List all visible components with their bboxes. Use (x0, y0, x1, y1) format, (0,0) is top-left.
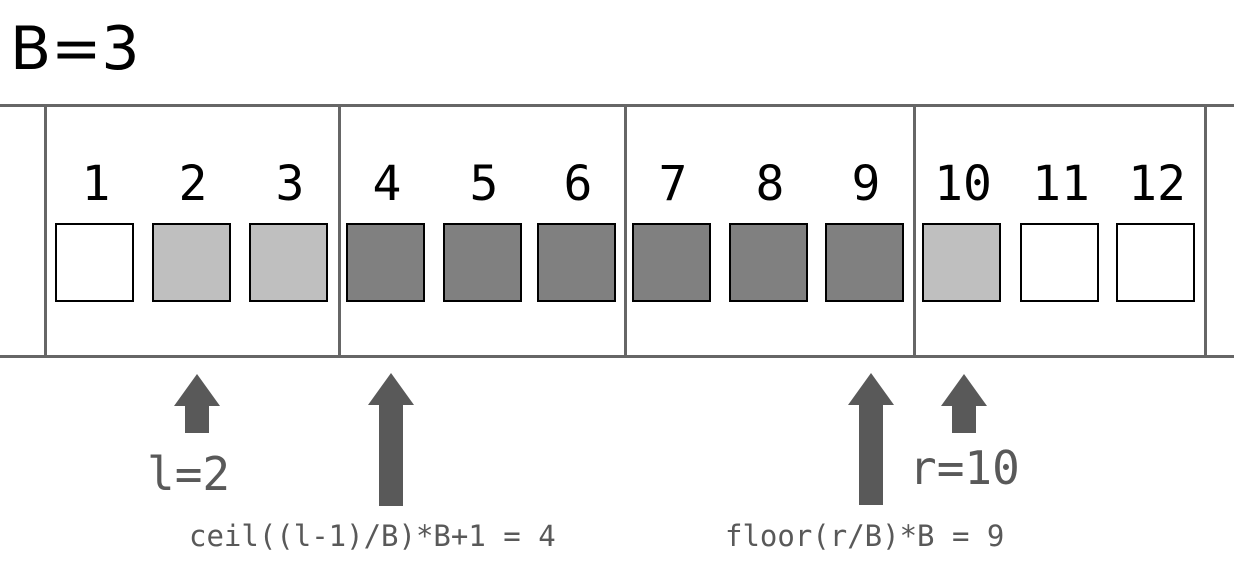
array-cell (443, 223, 522, 302)
cell-index: 5 (469, 156, 499, 212)
block-divider-4 (1204, 106, 1207, 358)
array-cell (249, 223, 328, 302)
r-label: r=10 (909, 441, 1020, 495)
block-divider-2 (624, 106, 627, 358)
array-cell (632, 223, 711, 302)
cell-index: 10 (934, 156, 992, 212)
r-arrow-icon (941, 374, 987, 433)
array-cell (922, 223, 1001, 302)
array-cell (1116, 223, 1195, 302)
cell-index: 11 (1032, 156, 1090, 212)
block-divider-1 (338, 106, 341, 358)
cell-index: 7 (658, 156, 688, 212)
array-cell (346, 223, 425, 302)
block-end-arrow-icon (848, 373, 894, 505)
array-top-border (0, 104, 1234, 107)
floor-formula-label: floor(r/B)*B = 9 (725, 519, 1005, 553)
array-cell (152, 223, 231, 302)
array-cell (55, 223, 134, 302)
array-cell (729, 223, 808, 302)
cell-index: 4 (372, 156, 402, 212)
cell-index: 3 (275, 156, 305, 212)
block-size-title: B=3 (10, 14, 140, 84)
cell-index: 9 (851, 156, 881, 212)
array-cell (1020, 223, 1099, 302)
l-label: l=2 (147, 447, 231, 501)
array-bottom-border (0, 355, 1234, 358)
cell-index: 6 (563, 156, 593, 212)
array-cell (825, 223, 904, 302)
block-divider-3 (913, 106, 916, 358)
array-cell (537, 223, 616, 302)
block-divider-0 (44, 106, 47, 358)
cell-index: 2 (178, 156, 208, 212)
l-arrow-icon (174, 374, 220, 433)
cell-index: 1 (81, 156, 111, 212)
ceil-formula-label: ceil((l-1)/B)*B+1 = 4 (189, 519, 556, 553)
cell-index: 12 (1128, 156, 1186, 212)
block-start-arrow-icon (368, 373, 414, 506)
cell-index: 8 (755, 156, 785, 212)
